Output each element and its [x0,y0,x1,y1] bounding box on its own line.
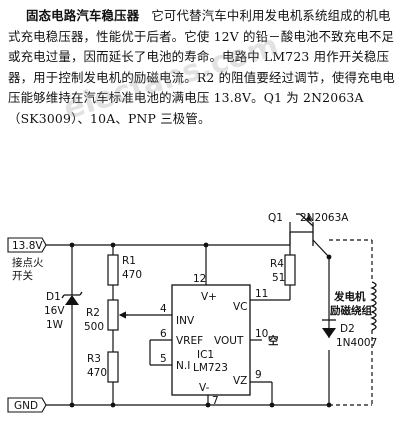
pin-label-vc: VC [233,301,248,313]
pin-number-6: 6 [160,328,167,340]
pin-label-vref: VREF [176,335,203,347]
r2-value: 500 [84,321,104,333]
r3-ref: R3 [87,353,101,365]
junction-dot [326,254,332,260]
gnd-label: GND [14,400,38,412]
ic-ref: IC1 [197,349,214,361]
junction-dot [69,242,75,248]
nc-label: 空 [268,334,279,347]
junction-dot [110,402,116,408]
pin-number-12: 12 [193,273,206,285]
zener-diode-d1 [61,291,83,305]
field-label-line1: 发电机 [333,290,366,303]
d2-part: 1N4007 [336,337,377,349]
pin-label-vout: VOUT [214,335,244,347]
gnd-terminal [7,397,47,413]
d1-ref: D1 [46,291,61,303]
resistor-r4 [284,254,296,286]
r4-ref: R4 [270,258,284,270]
pin-label-inv: INV [176,315,195,327]
pin-label-vplus: V+ [201,291,217,303]
resistor-r1 [107,254,119,286]
pin-number-10: 10 [255,328,268,340]
transistor-q1 [290,213,314,246]
junction-dot [69,402,75,408]
r1-ref: R1 [122,255,136,267]
potentiometer-r2 [107,299,119,331]
pin-label-vz: VZ [233,375,247,387]
q1-part: 2N2063A [300,212,349,224]
pin-number-4: 4 [160,303,167,315]
ic-part: LM723 [193,362,228,374]
pin-number-9: 9 [255,369,262,381]
r4-value: 51 [272,272,285,284]
description-title: 固态电路汽车稳压器 [26,8,140,23]
supply-terminal [7,237,47,253]
pin-label-ni: N.I [176,360,190,372]
pin-number-11: 11 [255,288,268,300]
description-paragraph: 固态电路汽车稳压器它可代替汽车中利用发电机系统组成的机电式充电稳压器，性能优于后… [8,6,400,130]
r1-value: 470 [122,269,142,281]
pin-number-7: 7 [212,395,219,407]
r2-ref: R2 [86,307,100,319]
junction-dot [203,242,209,248]
pin-label-vminus: V- [199,382,210,394]
field-label-line2: 励磁绕组 [330,304,372,317]
description-body: 它可代替汽车中利用发电机系统组成的机电式充电稳压器，性能优于后者。它使 12V … [8,8,395,126]
ignition-label-line1: 接点火 [12,256,44,269]
d2-ref: D2 [340,323,355,335]
field-winding-coil [370,281,377,331]
supply-label: 13.8V [12,240,43,252]
d1-voltage: 16V [44,305,65,317]
diode-d2 [322,319,336,338]
ic1-lm723 [171,284,251,396]
resistor-r3 [107,351,119,383]
r3-value: 470 [87,367,107,379]
junction-dot [326,402,332,408]
emitter-arrow [306,215,312,222]
d1-power: 1W [46,319,64,331]
junction-dot [269,402,275,408]
ignition-label-line2: 开关 [12,269,33,282]
junction-dot [110,242,116,248]
pin-number-5: 5 [160,353,167,365]
junction-dot [205,402,211,408]
q1-ref: Q1 [268,212,283,224]
